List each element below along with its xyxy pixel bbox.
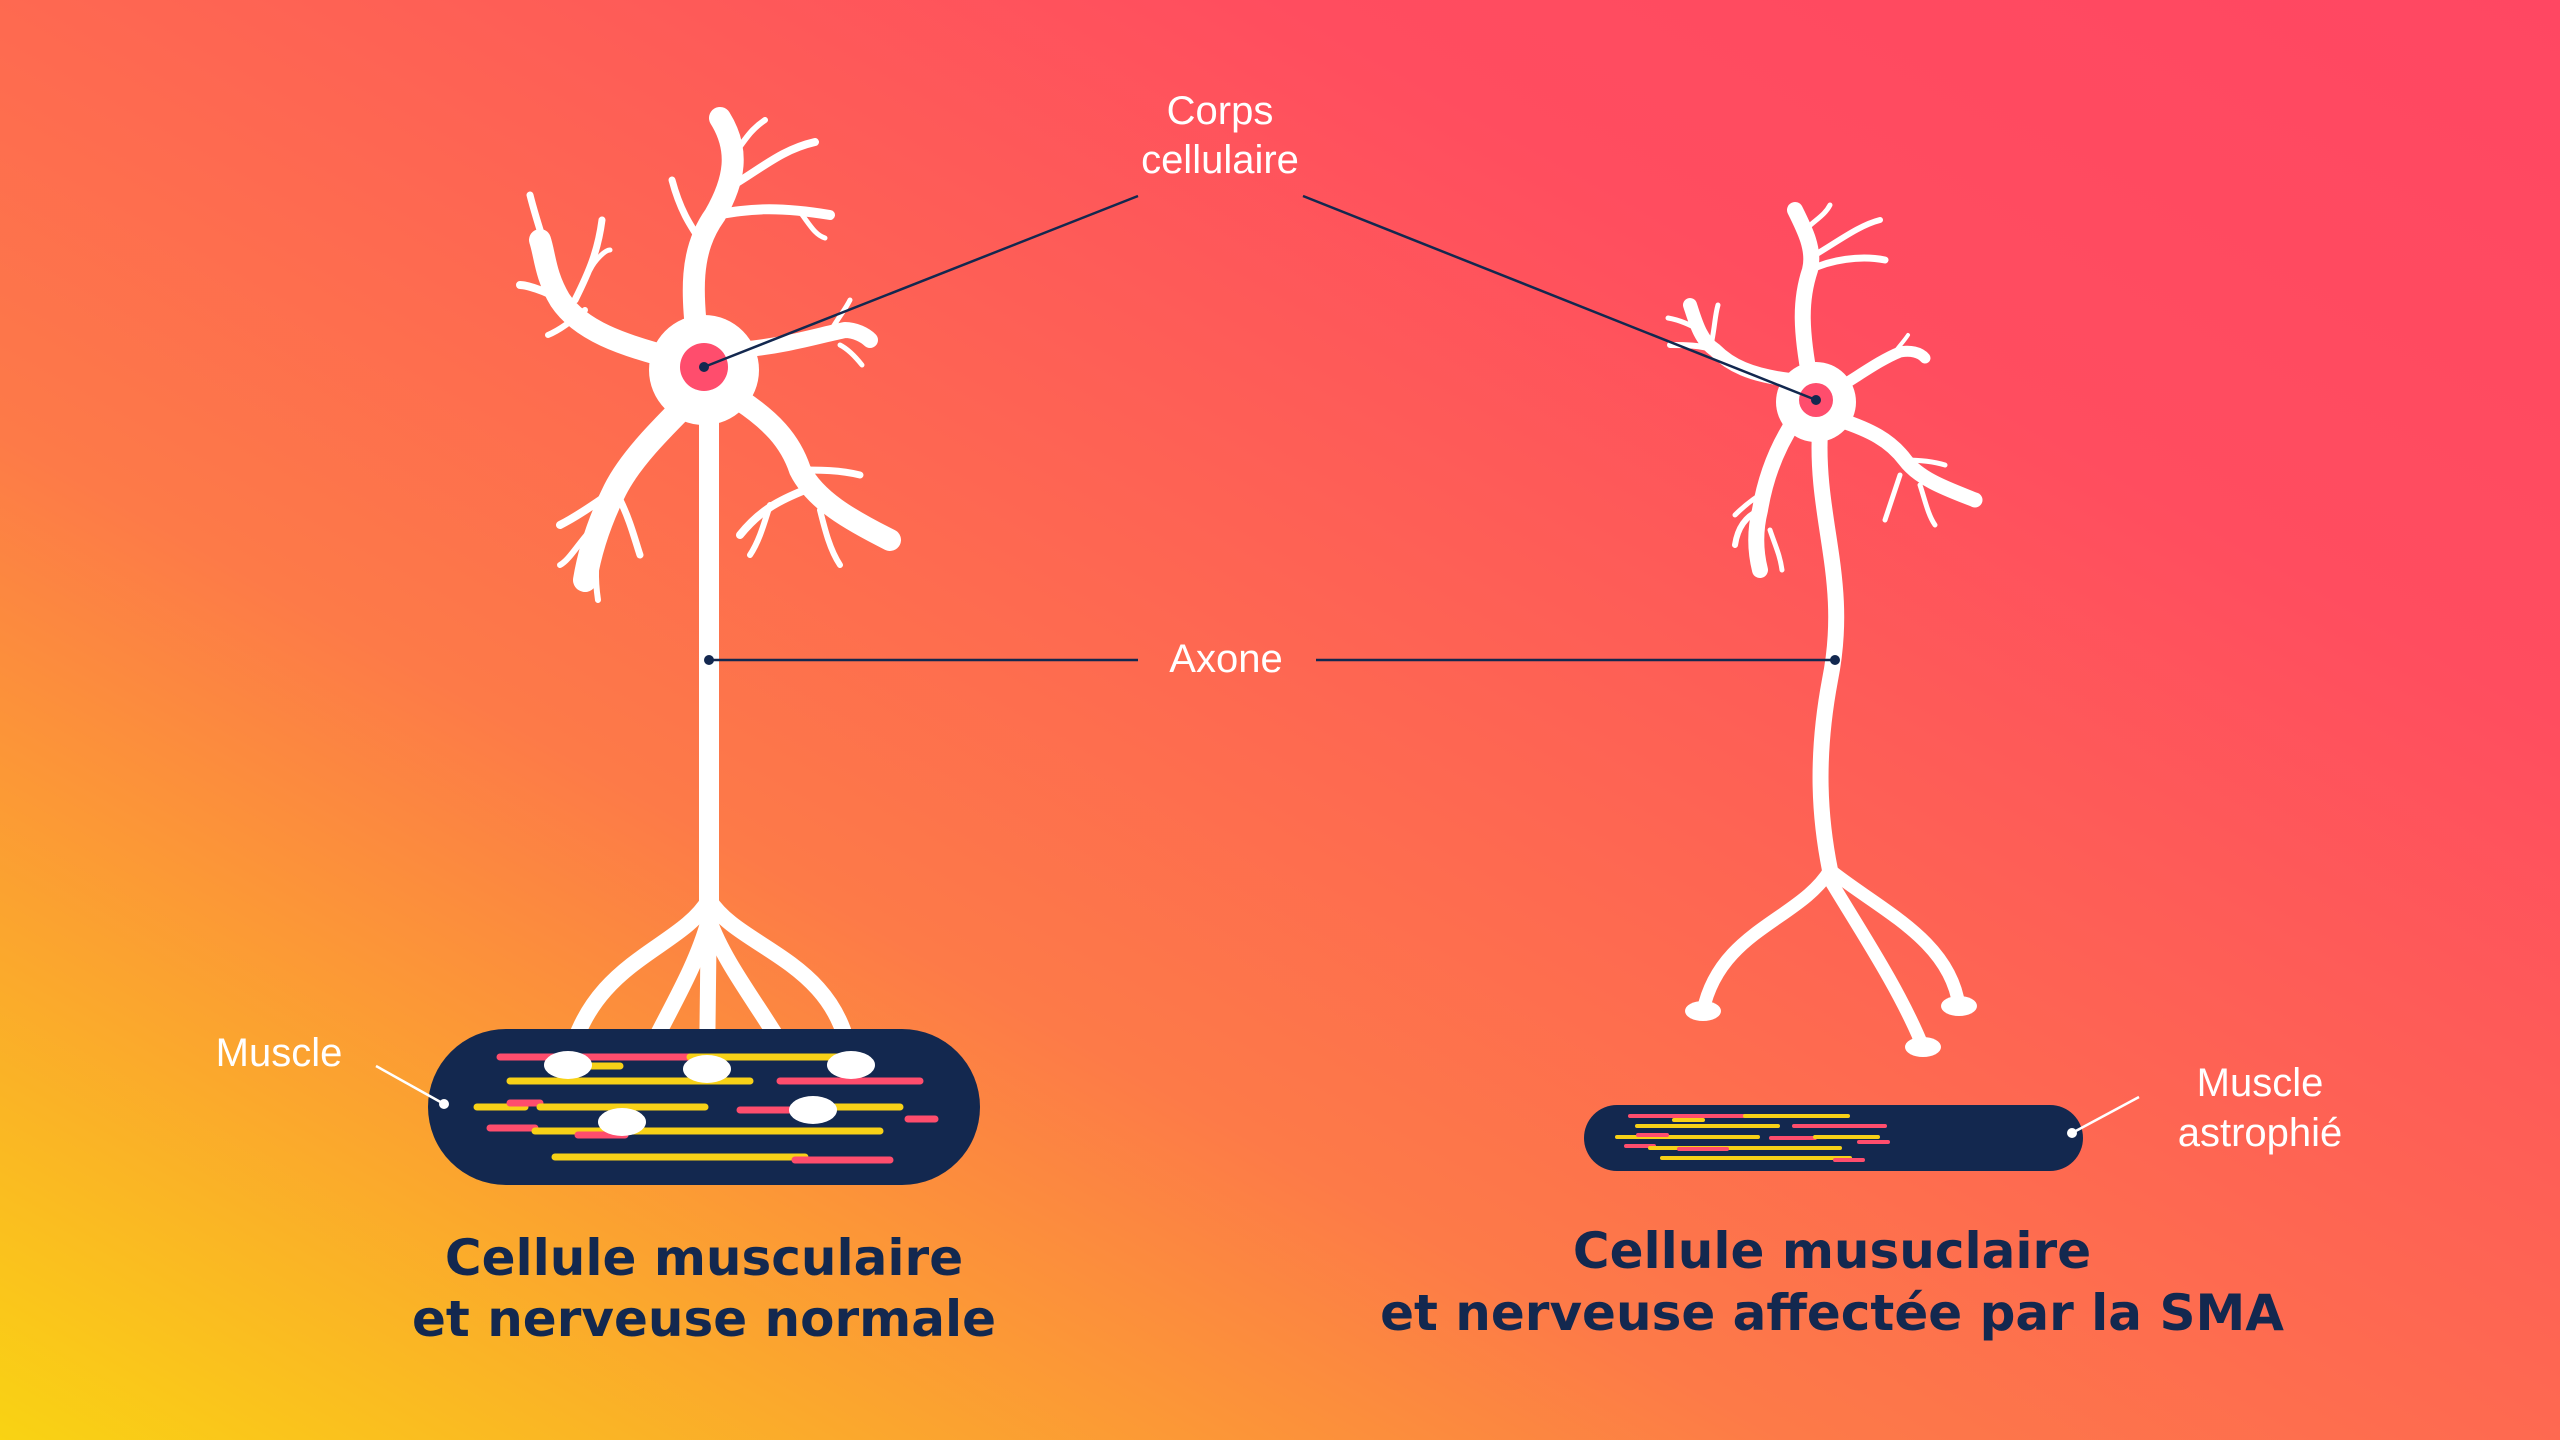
leader-dot: [2067, 1128, 2077, 1138]
normal-dendrites: [516, 107, 901, 603]
cell-body-label-line2: cellulaire: [1141, 138, 1299, 182]
cell-body-leader-right: [1302, 194, 1817, 402]
cell-body-label-line1: Corps: [1167, 89, 1274, 133]
cell-body-leader-left: [703, 194, 1139, 369]
sma-caption-line1: Cellule musuclaire: [1573, 1222, 2091, 1280]
sma-dendrites: [1665, 202, 1983, 578]
muscle-label: Muscle: [216, 1031, 343, 1075]
leader-dot: [704, 655, 714, 665]
leader-dot: [1811, 395, 1821, 405]
leader-dot: [699, 362, 709, 372]
sma-caption-line2: et nerveuse affectée par la SMA: [1380, 1284, 2284, 1342]
leader-dot: [439, 1099, 449, 1109]
leader-dot: [1830, 655, 1840, 665]
sma-axon: [1811, 422, 1845, 878]
normal-muscle: [428, 1029, 980, 1185]
atrophied-muscle-label-line1: Muscle: [2197, 1061, 2324, 1105]
axon-label: Axone: [1169, 637, 1282, 681]
normal-caption-line1: Cellule musculaire: [445, 1229, 963, 1287]
normal-caption-line2: et nerveuse normale: [412, 1290, 996, 1348]
atrophied-muscle-label-line2: astrophié: [2178, 1111, 2343, 1155]
atrophied-muscle-leader: [2071, 1095, 2140, 1135]
sma-axon-terminals: [1696, 863, 1966, 1054]
muscle-leader: [375, 1064, 445, 1106]
leader-lines: [375, 194, 2140, 1138]
atrophied-muscle: [1584, 1105, 2083, 1171]
normal-synapse-bulbs: [544, 1051, 875, 1136]
sma-synapse-bulbs: [1685, 996, 1977, 1057]
sma-neuron: [1584, 202, 2083, 1171]
